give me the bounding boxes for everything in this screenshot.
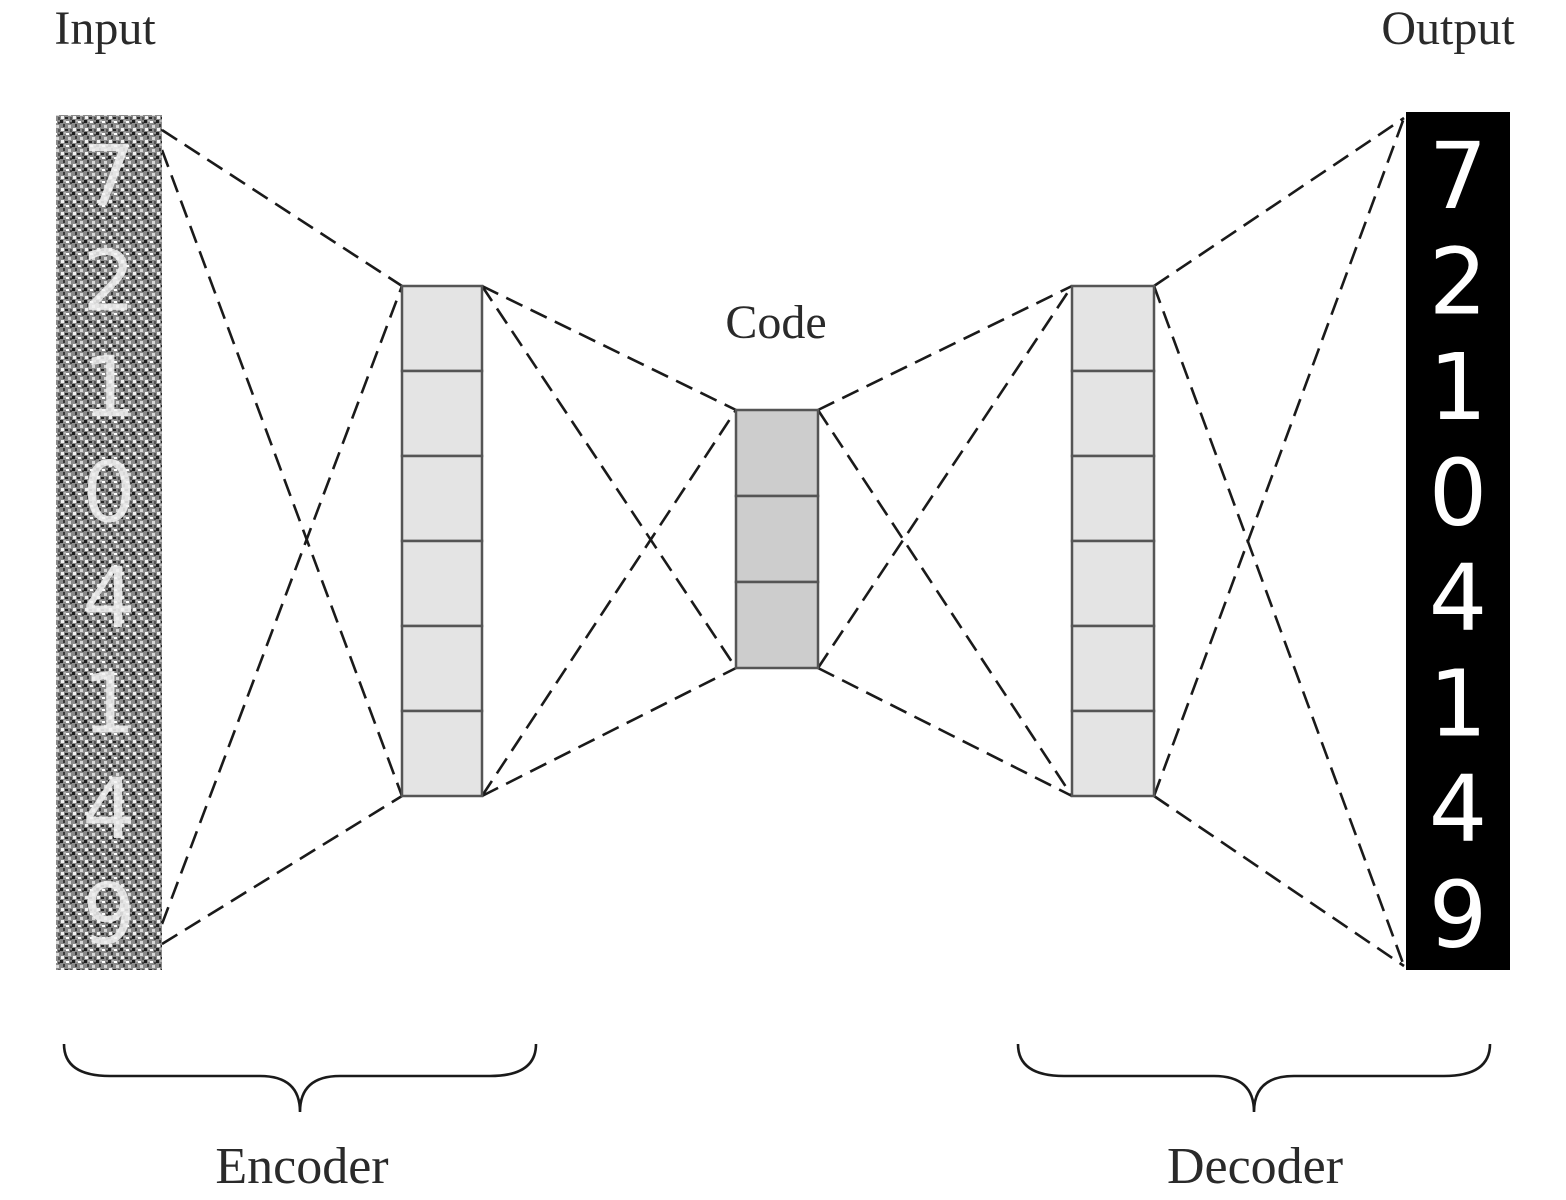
encoder-hidden-layer bbox=[400, 284, 484, 798]
noisy-input-digit: 1 bbox=[82, 338, 135, 436]
decoder-label: Decoder bbox=[1167, 1138, 1343, 1195]
connection-line bbox=[161, 128, 403, 288]
output-digit: 4 bbox=[1429, 756, 1488, 863]
connection-line bbox=[1152, 117, 1406, 797]
encoder-hidden-unit bbox=[400, 284, 484, 373]
connection-lines bbox=[160, 116, 1406, 968]
noisy-input-strip bbox=[56, 115, 162, 970]
decoder-hidden-unit bbox=[1070, 369, 1156, 458]
connection-line bbox=[160, 285, 404, 925]
decoder-hidden-unit bbox=[1070, 539, 1156, 628]
noisy-input-digit: 4 bbox=[82, 760, 135, 858]
code-layer bbox=[734, 408, 820, 670]
encoder-hidden-unit bbox=[400, 539, 484, 628]
noisy-input-digit: 4 bbox=[82, 549, 135, 647]
code-unit bbox=[734, 494, 820, 584]
output-digit: 2 bbox=[1429, 228, 1488, 335]
decoder-brace bbox=[1016, 1043, 1492, 1113]
encoder-hidden-unit bbox=[400, 369, 484, 458]
noisy-input-digit: 7 bbox=[82, 127, 135, 225]
noisy-input-digit: 9 bbox=[82, 866, 135, 964]
encoder-brace bbox=[62, 1043, 538, 1113]
encoder-label: Encoder bbox=[215, 1138, 388, 1195]
output-digit: 7 bbox=[1429, 123, 1488, 230]
connection-line bbox=[1153, 794, 1405, 968]
connection-line bbox=[1153, 116, 1405, 288]
output-digit: 0 bbox=[1429, 439, 1488, 546]
decoder-hidden-layer bbox=[1070, 284, 1156, 798]
output-digit: 1 bbox=[1429, 334, 1488, 441]
encoder-hidden-unit bbox=[400, 454, 484, 543]
input-label: Input bbox=[54, 2, 156, 55]
connection-line bbox=[816, 285, 1074, 669]
output-strip bbox=[1406, 112, 1510, 970]
output-digit: 1 bbox=[1429, 650, 1488, 757]
connection-line bbox=[481, 284, 737, 412]
decoder-hidden-unit bbox=[1070, 454, 1156, 543]
connection-line bbox=[161, 794, 403, 946]
connection-line bbox=[817, 284, 1073, 412]
noisy-input-digit: 0 bbox=[82, 444, 135, 542]
connection-line bbox=[160, 149, 404, 797]
output-label: Output bbox=[1381, 2, 1515, 55]
code-label: Code bbox=[725, 296, 826, 349]
connection-line bbox=[817, 666, 1073, 798]
code-unit bbox=[734, 580, 820, 670]
output-digit: 4 bbox=[1429, 545, 1488, 652]
output-digit: 9 bbox=[1429, 861, 1488, 968]
noisy-input-digit: 2 bbox=[82, 233, 135, 331]
decoder-hidden-unit bbox=[1070, 624, 1156, 713]
connection-line bbox=[481, 666, 737, 798]
connection-line bbox=[480, 285, 738, 669]
connection-line bbox=[816, 409, 1074, 797]
decoder-hidden-unit bbox=[1070, 709, 1156, 798]
encoder-hidden-unit bbox=[400, 709, 484, 798]
encoder-hidden-unit bbox=[400, 624, 484, 713]
connection-line bbox=[480, 409, 738, 797]
noisy-input-digit: 1 bbox=[82, 655, 135, 753]
connection-line bbox=[1152, 285, 1406, 967]
decoder-hidden-unit bbox=[1070, 284, 1156, 373]
code-unit bbox=[734, 408, 820, 498]
